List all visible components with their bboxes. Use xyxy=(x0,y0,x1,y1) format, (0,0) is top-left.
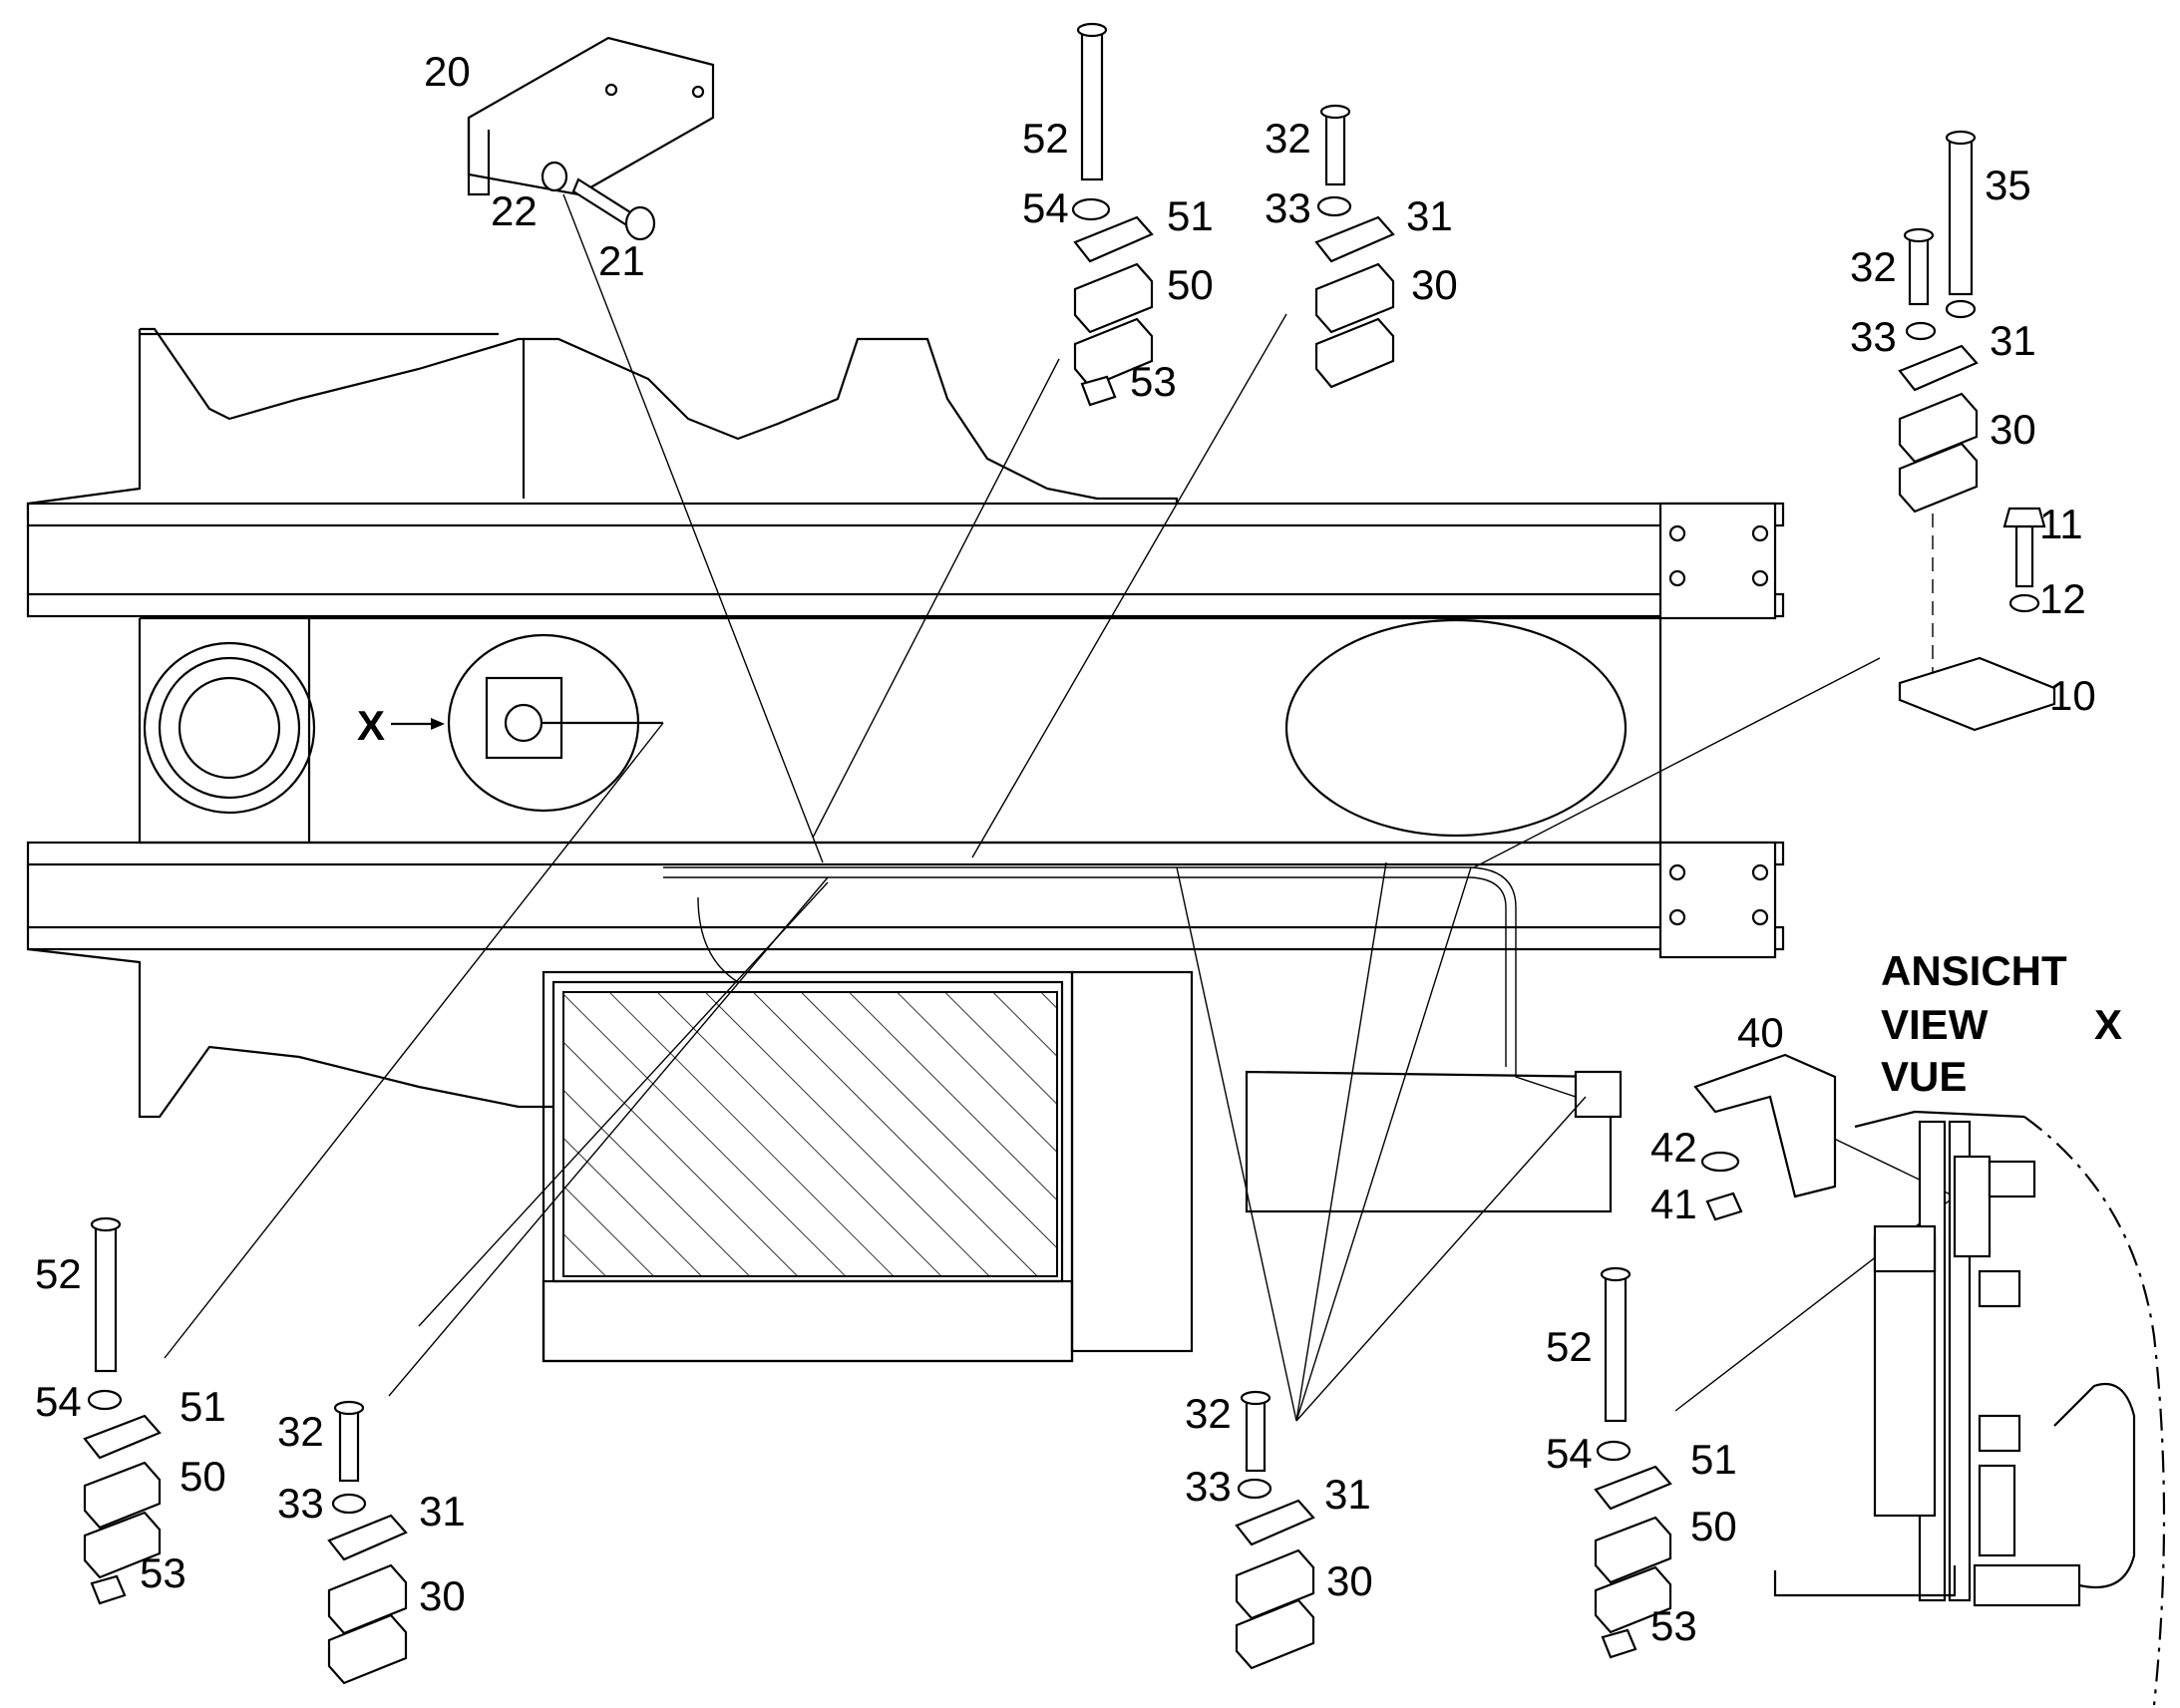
callout-31: 31 xyxy=(419,1488,466,1535)
callout-21: 21 xyxy=(598,237,645,284)
callout-54: 54 xyxy=(1022,184,1069,231)
clamp-stack-top-center-left xyxy=(1071,22,1154,407)
clamp-stack-bottom-right xyxy=(1594,1266,1672,1659)
callout-20: 20 xyxy=(424,48,471,95)
callout-33: 33 xyxy=(1265,184,1311,231)
callout-32: 32 xyxy=(1185,1390,1232,1437)
callout-54: 54 xyxy=(35,1378,82,1425)
callout-50: 50 xyxy=(1167,261,1214,308)
callout-12: 12 xyxy=(2039,575,2086,622)
callout-52: 52 xyxy=(1022,115,1069,162)
callout-40: 40 xyxy=(1737,1009,1784,1056)
callout-30: 30 xyxy=(1326,1557,1373,1604)
callout-33: 33 xyxy=(1850,313,1897,360)
view-x-detail xyxy=(1773,1110,2166,1706)
callout-32: 32 xyxy=(1265,115,1311,162)
callout-51: 51 xyxy=(1690,1436,1737,1483)
clamp-stack-top-center-right xyxy=(1314,104,1395,389)
view-title-view: VIEW xyxy=(1881,1001,1989,1048)
callout-54: 54 xyxy=(1546,1430,1593,1477)
leader-lines xyxy=(164,193,1956,1422)
callout-22: 22 xyxy=(491,187,538,234)
callout-50: 50 xyxy=(180,1453,226,1500)
callout-31: 31 xyxy=(1406,192,1453,239)
view-title-vue: VUE xyxy=(1881,1053,1967,1100)
clamp-stack-top-right xyxy=(1898,130,2056,732)
callout-30: 30 xyxy=(1990,406,2036,453)
clamp-stack-bottom-center-left xyxy=(327,1400,408,1685)
callout-52: 52 xyxy=(1546,1323,1593,1370)
view-title-letter: X xyxy=(2094,1001,2122,1048)
callout-35: 35 xyxy=(1985,162,2031,208)
callout-33: 33 xyxy=(277,1480,324,1527)
callout-50: 50 xyxy=(1690,1503,1737,1549)
callout-32: 32 xyxy=(1850,243,1897,290)
callout-33: 33 xyxy=(1185,1463,1232,1510)
callout-53: 53 xyxy=(1130,358,1177,405)
callout-31: 31 xyxy=(1324,1471,1371,1518)
view-x-arrow: X xyxy=(357,702,445,749)
view-title: ANSICHT VIEW VUE X xyxy=(1881,947,2122,1100)
callout-51: 51 xyxy=(180,1383,226,1430)
callout-32: 32 xyxy=(277,1408,324,1455)
clamp-stack-bottom-center xyxy=(1235,1390,1315,1670)
callout-53: 53 xyxy=(1650,1602,1697,1649)
callout-53: 53 xyxy=(140,1549,186,1596)
callout-52: 52 xyxy=(35,1250,82,1297)
callout-11: 11 xyxy=(2039,501,2083,547)
view-x-arrow-label: X xyxy=(357,702,385,749)
bracket-part-20 xyxy=(467,36,715,241)
callout-51: 51 xyxy=(1167,192,1214,239)
callout-31: 31 xyxy=(1990,317,2036,364)
chassis-frame xyxy=(26,327,1785,1363)
clamp-stack-bottom-left xyxy=(83,1216,162,1605)
bracket-part-40 xyxy=(1693,1053,1837,1221)
callout-41: 41 xyxy=(1650,1181,1697,1227)
callout-30: 30 xyxy=(1411,261,1458,308)
view-title-ansicht: ANSICHT xyxy=(1881,947,2067,994)
callout-labels: 20 22 21 52 54 51 50 53 32 33 31 30 35 3… xyxy=(35,48,2096,1649)
callout-10: 10 xyxy=(2049,672,2096,719)
callout-42: 42 xyxy=(1650,1124,1697,1171)
callout-30: 30 xyxy=(419,1572,466,1619)
